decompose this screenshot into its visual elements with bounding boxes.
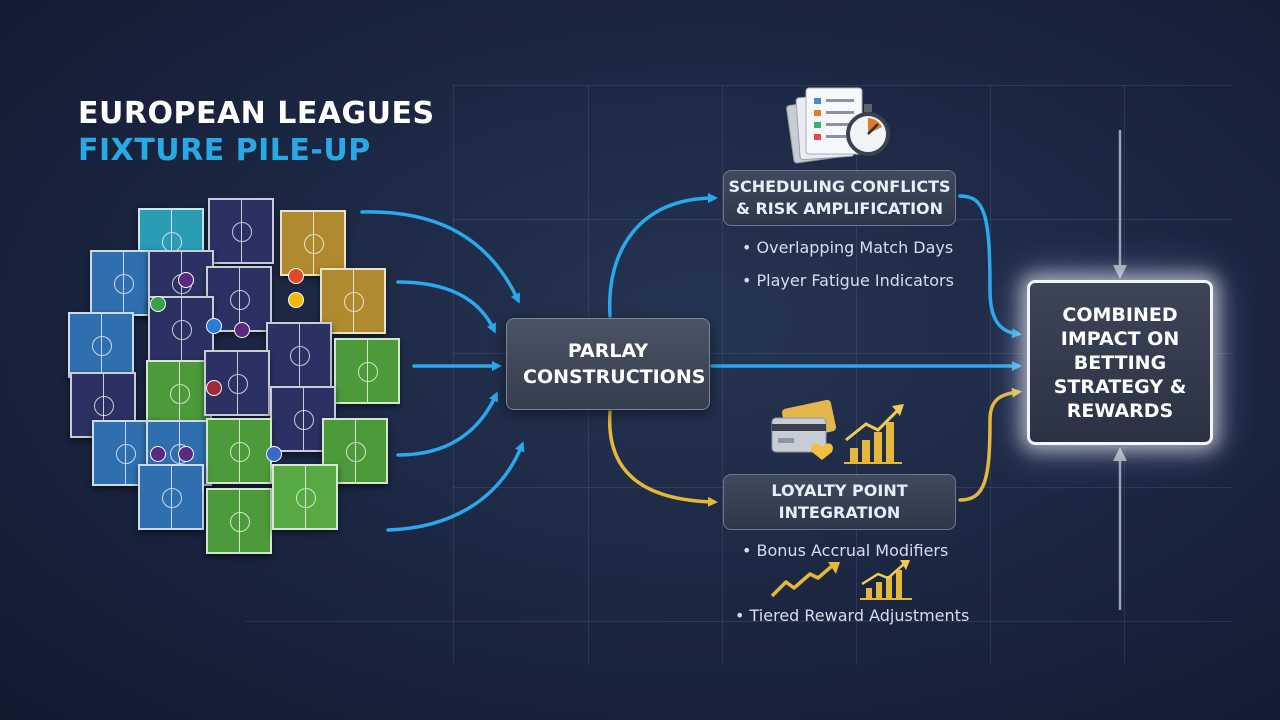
club-crest-icon [206, 380, 222, 396]
grid-line [453, 85, 454, 665]
parlay-label: PARLAY CONSTRUCTIONS [523, 340, 706, 388]
documents-stopwatch-icon [786, 87, 890, 164]
pitch-card [280, 210, 346, 276]
bullet-item: • Tiered Reward Adjustments [735, 606, 970, 625]
club-crest-icon [178, 272, 194, 288]
loyalty-node: LOYALTY POINT INTEGRATION [723, 474, 956, 530]
bullet-item: • Bonus Accrual Modifiers [742, 541, 949, 560]
club-crest-icon [288, 292, 304, 308]
credit-cards-heart-icon [771, 399, 837, 460]
pitch-card [206, 418, 272, 484]
flow-arrow [360, 210, 520, 304]
pitch-card [206, 488, 272, 554]
pitch-card [138, 464, 204, 530]
trend-bars-icon [860, 560, 912, 600]
pitch-card [266, 322, 332, 388]
combined-impact-node: COMBINED IMPACT ON BETTING STRATEGY & RE… [1027, 280, 1213, 445]
trend-line-icon [770, 562, 840, 598]
scheduling-label: SCHEDULING CONFLICTS & RISK AMPLIFICATIO… [728, 177, 951, 218]
pitch-card [146, 360, 212, 426]
club-crest-icon [150, 446, 166, 462]
page-title: EUROPEAN LEAGUES [78, 96, 435, 131]
grid-line [245, 621, 1233, 622]
club-crest-icon [206, 318, 222, 334]
flow-arrow [396, 391, 499, 457]
page-subtitle: FIXTURE PILE-UP [78, 133, 371, 168]
pitch-card [272, 464, 338, 530]
club-crest-icon [150, 296, 166, 312]
grid-line [453, 353, 1233, 354]
club-crest-icon [288, 268, 304, 284]
flow-arrow [396, 280, 496, 334]
flow-arrow [386, 441, 525, 532]
pitch-card [208, 198, 274, 264]
bullet-item: • Overlapping Match Days [742, 238, 954, 257]
grid-line [990, 85, 991, 665]
club-crest-icon [266, 446, 282, 462]
bullet-item: • Player Fatigue Indicators [742, 271, 954, 290]
flow-arrow [607, 193, 718, 318]
grid-line [453, 85, 1233, 86]
pitch-card [90, 250, 156, 316]
loyalty-label: LOYALTY POINT INTEGRATION [771, 481, 908, 522]
parlay-node: PARLAY CONSTRUCTIONS [506, 318, 710, 410]
scheduling-node: SCHEDULING CONFLICTS & RISK AMPLIFICATIO… [723, 170, 956, 226]
grid-line [722, 85, 723, 665]
rising-bar-chart-icon [844, 404, 904, 464]
loyalty-flow-arrow [958, 387, 1022, 502]
club-crest-icon [178, 446, 194, 462]
grid-line [856, 85, 857, 665]
combined-label: COMBINED IMPACT ON BETTING STRATEGY & RE… [1053, 303, 1187, 422]
loyalty-flow-arrow [607, 410, 718, 507]
flow-arrow [958, 194, 1022, 339]
pitch-card [334, 338, 400, 404]
club-crest-icon [234, 322, 250, 338]
